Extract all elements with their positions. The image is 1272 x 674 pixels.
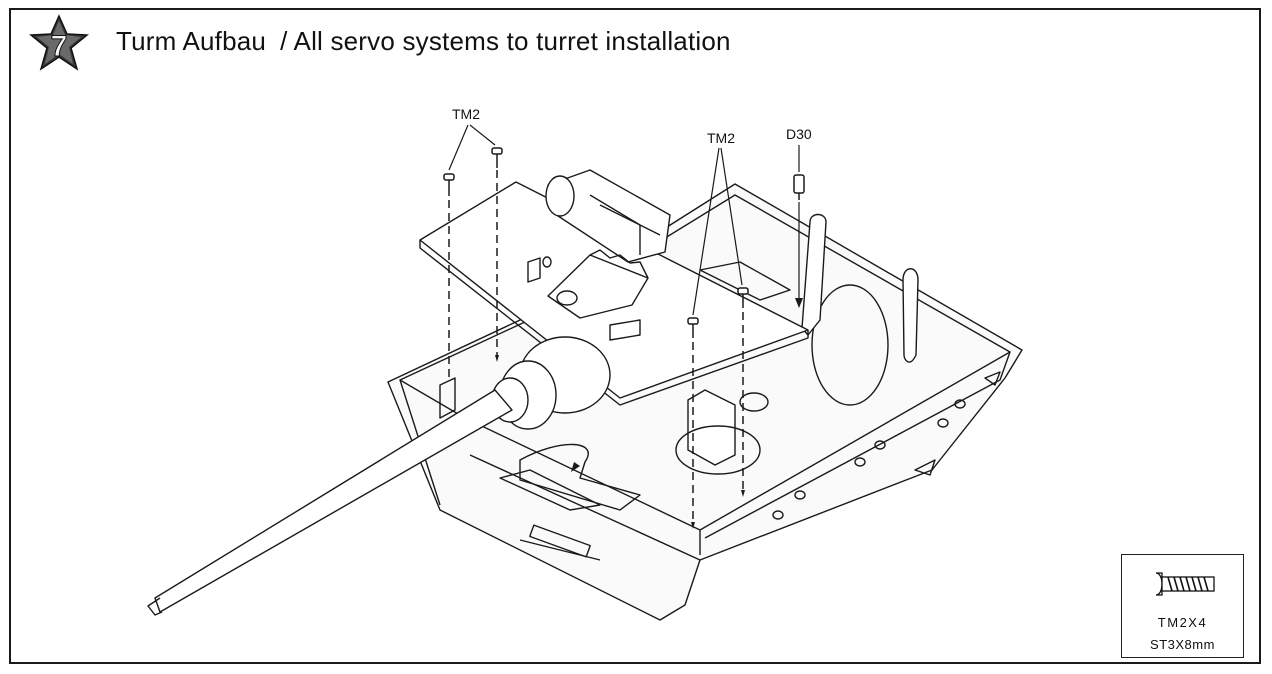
title-english: All servo systems to turret installation	[293, 26, 731, 56]
turret-wall-opening	[811, 284, 889, 406]
title-german: Turm Aufbau	[116, 26, 267, 56]
step-badge-star-icon: 7	[29, 14, 89, 71]
part-size: ST3X8mm	[1150, 637, 1215, 652]
small-servo	[687, 389, 736, 466]
cupola	[902, 268, 919, 363]
screw-tm2-right-a	[687, 317, 699, 338]
part-code: TM2X4	[1157, 615, 1208, 630]
page-title: Turm Aufbau /All servo systems to turret …	[116, 26, 731, 57]
screw-tm2-left-a	[443, 173, 455, 196]
gear-sector	[547, 254, 649, 319]
antenna-post	[801, 213, 827, 336]
gun-barrel	[154, 389, 513, 613]
title-separator: /	[280, 26, 288, 56]
screw-icon	[1155, 572, 1215, 596]
screw-tm2-left-b	[491, 147, 503, 168]
parts-box: TM2X4 ST3X8mm	[1121, 554, 1244, 658]
screw-d30	[793, 174, 805, 200]
elevation-linkage	[519, 443, 641, 511]
screw-tm2-right-b	[737, 287, 749, 308]
callout-tm2-left: TM2	[452, 106, 480, 122]
callout-tm2-right: TM2	[707, 130, 735, 146]
step-number: 7	[51, 30, 68, 63]
callout-d30: D30	[786, 126, 812, 142]
